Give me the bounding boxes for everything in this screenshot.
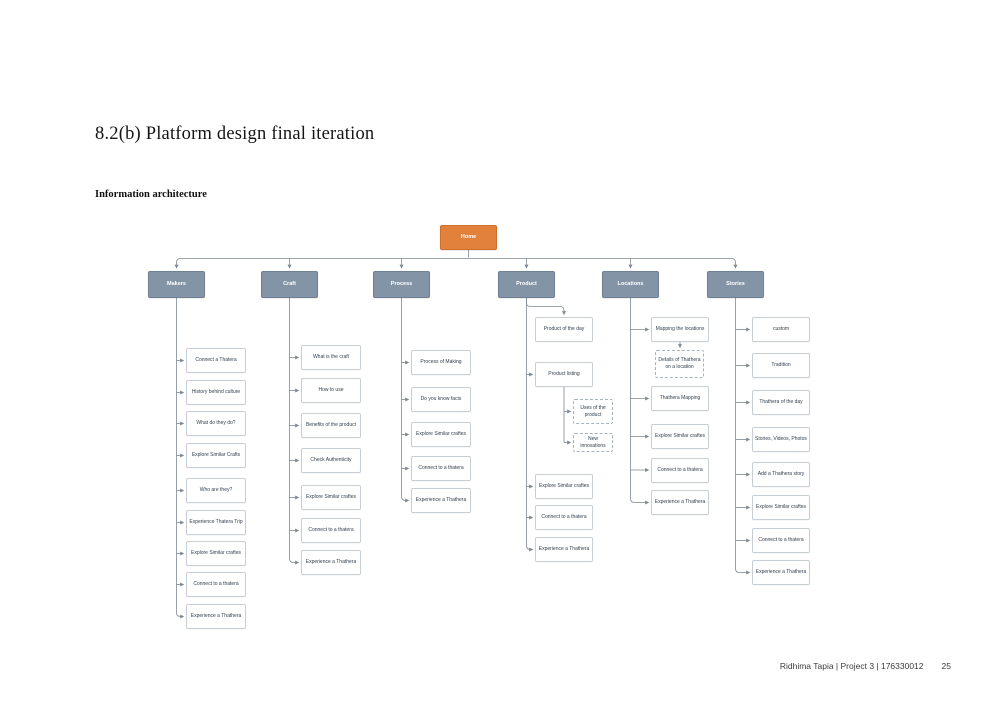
diagram-node-item: Experience a Thathera — [186, 604, 246, 629]
diagram-node-item: Details of Thathera on a location — [655, 350, 704, 378]
diagram-node-category: Process — [373, 271, 430, 298]
diagram-node-item: Connect to a thatera — [752, 528, 810, 553]
diagram-node-category: Craft — [261, 271, 318, 298]
diagram-node-category: Locations — [602, 271, 659, 298]
diagram-node-item: Thathera Mapping — [651, 386, 709, 411]
diagram-node-item: Experience a Thathera — [752, 560, 810, 585]
diagram-node-item: Tradition — [752, 353, 810, 378]
diagram-node-item: How to use — [301, 378, 361, 403]
diagram-node-item: New innovations — [573, 433, 613, 452]
diagram-node-item: Thathera of the day — [752, 390, 810, 415]
diagram-node-item: Mapping the locations — [651, 317, 709, 342]
diagram-node-item: What do they do? — [186, 411, 246, 436]
diagram-node-item: Add a Thathera story — [752, 462, 810, 487]
page-title: 8.2(b) Platform design final iteration — [95, 124, 375, 144]
diagram-node-item: Connect a Thatera — [186, 348, 246, 373]
diagram-node-item: Explore Similar craftes — [752, 495, 810, 520]
diagram-node-item: Explore Similar craftes — [411, 422, 471, 447]
diagram-node-category: Makers — [148, 271, 205, 298]
diagram-node-item: Explore Similar craftes — [651, 424, 709, 449]
diagram-node-item: Connect to a thatera — [186, 572, 246, 597]
diagram-node-item: Benefits of the product — [301, 413, 361, 438]
diagram-node-item: Product of the day — [535, 317, 593, 342]
diagram-node-item: Connect to a thatera — [411, 456, 471, 481]
footer-credit: Ridhima Tapia | Project 3 | 176330012 — [779, 661, 924, 671]
diagram-node-item: Who are they? — [186, 478, 246, 503]
diagram-node-item: Connect to a thatera — [651, 457, 709, 483]
diagram-node-item: Experience a Thathera — [301, 550, 361, 575]
diagram-node-item: Explore Similar Crafts — [186, 443, 246, 468]
diagram-node-item: Experience a Thathera — [535, 537, 593, 562]
diagram-node-item: Connect to a thatera — [301, 518, 361, 543]
page-number: 25 — [941, 661, 951, 671]
diagram-node-item: Explore Similar craftes — [301, 485, 361, 510]
diagram-node-item: Experience a Thathera — [411, 488, 471, 513]
diagram-node-item: custom — [752, 317, 810, 342]
diagram-node-item: Experience Thatera Trip — [186, 510, 246, 535]
diagram-node-item: Connect to a thatera — [535, 505, 593, 530]
diagram-node-item: Explore Similar craftes — [535, 474, 593, 499]
diagram-node-item: What is the craft — [301, 345, 361, 370]
diagram-node-item: Product listing — [535, 362, 593, 387]
diagram-node-item: Explore Similar craftes — [186, 541, 246, 566]
page-footer: Ridhima Tapia | Project 3 | 176330012 25 — [780, 661, 951, 671]
diagram-node-item: Stories, Videos, Photos — [752, 427, 810, 452]
diagram-node-home: Home — [440, 225, 497, 250]
diagram-node-item: History behind culture — [186, 380, 246, 405]
diagram-node-item: Do you know facts — [411, 387, 471, 412]
diagram-node-category: Stories — [707, 271, 764, 298]
diagram-node-category: Product — [498, 271, 555, 298]
diagram-node-item: Experience a Thathera — [651, 490, 709, 515]
diagram-node-item: Process of Making — [411, 350, 471, 375]
diagram-node-item: Check Authenticity — [301, 448, 361, 473]
section-subtitle: Information architecture — [95, 189, 207, 200]
diagram-node-item: Uses of the product — [573, 399, 613, 424]
